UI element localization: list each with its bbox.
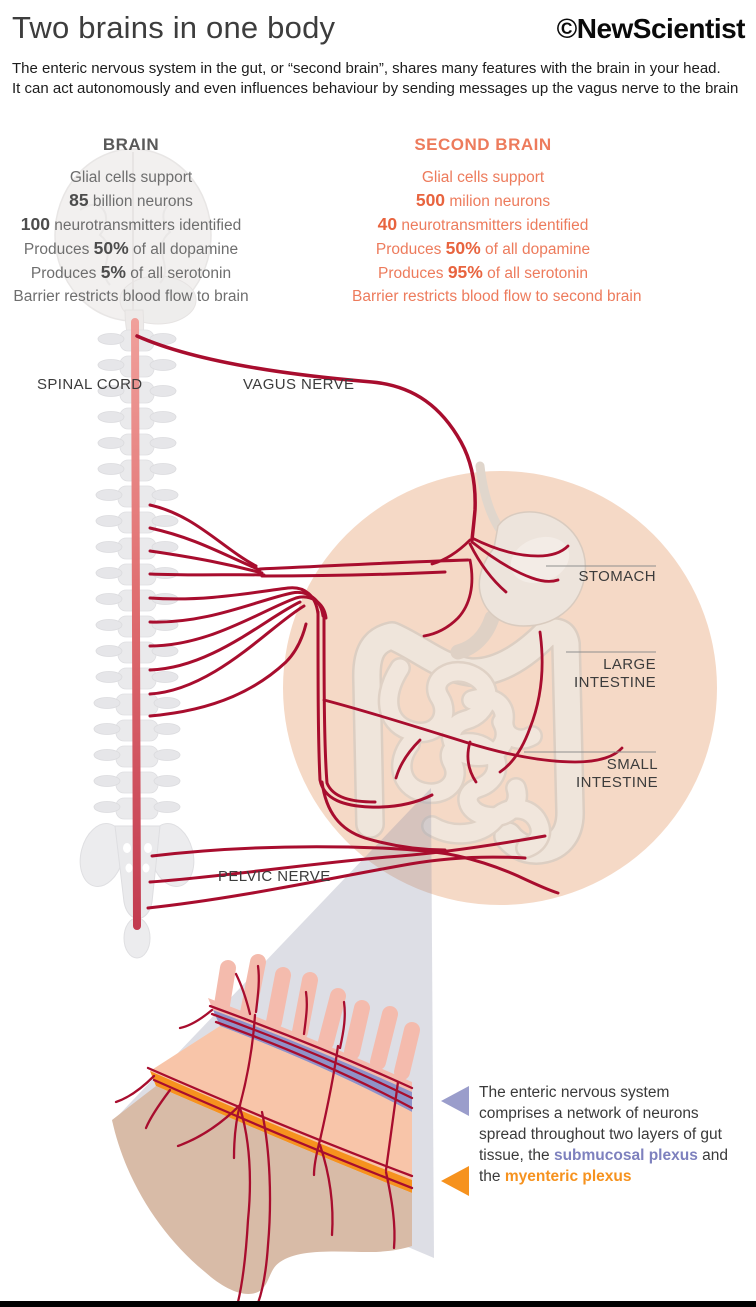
esophagus (475, 461, 504, 533)
tissue-cross-section (112, 954, 420, 1305)
brain-icon (54, 148, 212, 345)
intro-text: The enteric nervous system in the gut, o… (12, 59, 738, 99)
stat-line: 500 milion neurons (415, 190, 551, 210)
second-brain-heading: SECOND BRAIN (414, 135, 552, 154)
spinal-cord-line (131, 318, 141, 930)
stomach-organ (478, 511, 587, 627)
villi (214, 954, 420, 1080)
bottom-bar (0, 1301, 756, 1307)
brain-stats-column: BRAIN Glial cells support 85 billion neur… (0, 135, 262, 308)
stat-line: Glial cells support (69, 169, 193, 186)
label-large-intestine: LARGE INTESTINE (574, 656, 656, 691)
label-vagus-nerve: VAGUS NERVE (243, 376, 355, 393)
nerve-network (135, 334, 624, 910)
plexus-nerves (114, 964, 414, 1305)
stat-line: Produces 5% of all serotonin (30, 262, 232, 282)
submucosal-arrow-icon (441, 1086, 469, 1116)
intro-line-2: It can act autonomously and even influen… (12, 80, 739, 97)
myenteric-arrow-icon (441, 1166, 469, 1196)
stat-line: 40 neurotransmitters identified (377, 214, 589, 234)
gut-circle (283, 471, 717, 905)
stat-line: 100 neurotransmitters identified (20, 214, 242, 234)
newscientist-logo: ©NewScientist (556, 13, 746, 44)
leader-lines (524, 565, 656, 753)
label-stomach: STOMACH (578, 568, 656, 585)
label-pelvic-nerve: PELVIC NERVE (218, 868, 331, 885)
label-spinal-cord: SPINAL CORD (37, 376, 143, 393)
enteric-annotation: The enteric nervous system comprises a n… (479, 1084, 728, 1185)
stat-line: Barrier restricts blood flow to second b… (352, 288, 642, 305)
stat-line: 85 billion neurons (69, 190, 193, 210)
stat-line: Barrier restricts blood flow to brain (13, 288, 249, 305)
intro-line-1: The enteric nervous system in the gut, o… (12, 60, 721, 77)
vagus-nerve-path (135, 334, 477, 542)
brain-stat-lines: Glial cells support 85 billion neurons 100… (0, 166, 262, 308)
label-small-intestine: SMALL INTESTINE (576, 756, 658, 791)
second-brain-stats-column: SECOND BRAIN Glial cells support 500 mili… (352, 135, 642, 308)
stat-line: Produces 50% of all dopamine (23, 238, 239, 258)
page-title: Two brains in one body (12, 10, 336, 45)
stat-line: Produces 95% of all serotonin (378, 262, 588, 282)
stat-line: Produces 50% of all dopamine (375, 238, 591, 258)
second-brain-stat-lines: Glial cells support 500 milion neurons 40 … (352, 166, 642, 308)
stat-line: Glial cells support (421, 169, 545, 186)
brain-heading: BRAIN (102, 135, 160, 154)
